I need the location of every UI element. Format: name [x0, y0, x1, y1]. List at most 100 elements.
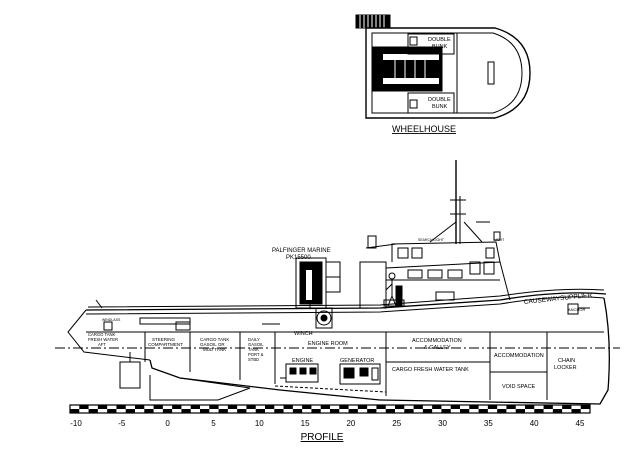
scale-cell	[116, 405, 126, 409]
cargo-gasoil-line1: CARGO TANK	[200, 337, 229, 342]
scale-cell	[107, 409, 117, 413]
bulwark-top	[87, 288, 605, 308]
scale-tick-label: 35	[484, 419, 493, 428]
scale-cell	[580, 405, 590, 409]
scale-cell	[70, 409, 80, 413]
main-engine	[280, 363, 319, 383]
double-bunk-bottom	[407, 92, 455, 114]
scale-tick-label: 5	[211, 419, 216, 428]
cargo-gasoil-line3: MUD TANK	[203, 347, 226, 352]
windlass	[567, 303, 590, 315]
chain-locker-line1: CHAIN	[558, 358, 575, 364]
scale-cell	[432, 405, 442, 409]
main-deck-line	[85, 292, 607, 311]
scale-cell	[534, 409, 544, 413]
scale-cell	[320, 405, 330, 409]
cargo-fresh-water-label: CARGO FRESH WATER TANK	[392, 367, 469, 373]
scale-tick-label: 15	[301, 419, 310, 428]
scale-cell	[562, 405, 572, 409]
profile-title: PROFILE	[301, 432, 344, 443]
scale-cell	[376, 405, 386, 409]
cargo-gasoil-line2: GASOIL OR	[200, 342, 225, 347]
scale-cell	[200, 409, 210, 413]
generator-label: GENERATOR	[340, 358, 374, 364]
scale-cell	[450, 405, 460, 409]
cargo-tank-aft-line1: CARGO TANK	[88, 332, 116, 337]
cargo-tank-aft-line2: FRESH WATER	[88, 337, 118, 342]
scale-cell	[515, 409, 525, 413]
scale-tick-label: 0	[165, 419, 170, 428]
mast	[429, 160, 501, 244]
stern-transom	[67, 309, 151, 361]
scale-cell	[357, 405, 368, 409]
scale-cell	[311, 409, 321, 413]
scale-tick-label: 30	[438, 419, 447, 428]
daily-gasoil-line1: DAILY	[248, 337, 260, 342]
deckhouse	[359, 241, 511, 309]
scale-cell	[172, 405, 182, 409]
steering-line2: COMPARTMENT	[148, 342, 183, 347]
scale-cell	[209, 405, 219, 409]
scale-cell	[135, 405, 145, 409]
scale-cell	[339, 405, 349, 409]
daily-gasoil-line4: PORT &	[248, 352, 264, 357]
scale-cell	[506, 405, 516, 409]
engine-label: ENGINE	[292, 358, 313, 364]
scale-cell	[395, 405, 405, 409]
scale-tick-label: 20	[346, 419, 355, 428]
daily-gasoil-line3: TANK	[248, 347, 259, 352]
scale-cell	[385, 409, 395, 413]
steering-line1: STEERING	[152, 337, 176, 342]
scale-cell	[255, 409, 265, 413]
wheelhouse-title: WHEELHOUSE	[392, 124, 456, 134]
scale-cell	[97, 405, 108, 409]
scale-cell	[218, 409, 228, 413]
wheelhouse-outline	[365, 27, 531, 119]
scale-cell	[487, 405, 498, 409]
crane-label-line2: PK15500	[286, 255, 311, 261]
wheelhouse-console	[487, 61, 495, 85]
rudder	[119, 361, 141, 389]
scale-cell	[302, 405, 312, 409]
double-bunk-top	[407, 33, 455, 55]
scale-cell	[469, 405, 479, 409]
scale-cell	[497, 409, 507, 413]
accommodation-galley-line1: ACCOMMODATION	[412, 338, 462, 344]
scale-cell	[460, 409, 470, 413]
scale-cell	[162, 409, 173, 413]
scale-cell	[227, 405, 238, 409]
skeg	[149, 375, 251, 401]
scale-cell	[543, 405, 553, 409]
scale-cell	[190, 405, 200, 409]
scale-cell	[330, 409, 340, 413]
scale-cell	[525, 405, 535, 409]
bunk-bottom-line1: DOUBLE	[428, 97, 451, 103]
cargo-tank-aft-line3: AFT	[98, 342, 106, 347]
scale-cell	[413, 405, 423, 409]
palfinger-crane	[295, 257, 341, 309]
scale-cell	[283, 405, 293, 409]
bunk-top-line1: DOUBLE	[428, 37, 451, 43]
daily-gasoil-line5: STBD	[248, 357, 259, 362]
scale-cell	[181, 409, 191, 413]
engine-room-label: ENGINE ROOM	[308, 341, 348, 347]
anchor-label: ANCHOR	[568, 307, 585, 312]
daily-gasoil-line2: GASOIL	[248, 342, 264, 347]
scale-tick-label: 40	[530, 419, 539, 428]
mast-light-label: LIGHT	[494, 238, 505, 242]
scale-tick-label: -10	[70, 419, 82, 428]
scale-cell	[144, 409, 154, 413]
scale-cell	[274, 409, 284, 413]
generator-set	[339, 363, 381, 385]
scale-cell	[348, 409, 358, 413]
scale-tick-label: 45	[576, 419, 585, 428]
scale-cell	[237, 409, 247, 413]
scale-cell	[404, 409, 414, 413]
scale-cell	[552, 409, 563, 413]
accommodation-label: ACCOMMODATION	[494, 353, 544, 359]
wheelhouse-plan	[355, 14, 531, 119]
scale-cell	[246, 405, 256, 409]
scale-tick-label: 25	[392, 419, 401, 428]
scale-cell	[422, 409, 433, 413]
